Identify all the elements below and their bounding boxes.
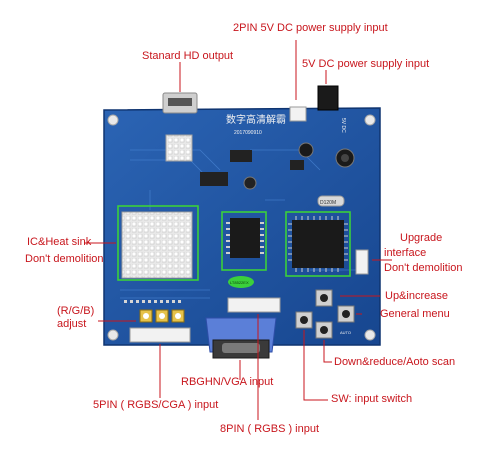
label-down-reduce: Down&reduce/Aoto scan — [334, 356, 456, 368]
label-dc-power: 5V DC power supply input — [302, 58, 430, 70]
middle-ic-pins — [226, 222, 264, 254]
label-rgb-adjust-line1: (R/G/B) — [57, 305, 95, 317]
potentiometers — [139, 309, 185, 323]
middle-ic — [230, 218, 260, 258]
eight-pin-connector — [227, 297, 281, 313]
five-pin-connector — [129, 327, 191, 343]
processor-pins — [288, 216, 348, 272]
small-chip — [230, 150, 252, 162]
label-2pin-power: 2PIN 5V DC power supply input — [233, 22, 388, 34]
chip-sticker — [228, 276, 254, 288]
leader-down-reduce — [323, 340, 332, 363]
label-upgrade-line1: Upgrade — [400, 232, 443, 244]
dc-jack-silk: 5V DC — [340, 118, 346, 133]
label-general-menu: General menu — [380, 308, 450, 320]
auto-silk: AUTO — [340, 330, 351, 335]
two-pin-connector — [289, 106, 307, 122]
silkscreen-title: 数字高清解霸 — [226, 113, 286, 126]
crystal-silk: D120M — [320, 200, 336, 206]
label-rbghn-vga: RBGHN/VGA input — [181, 376, 274, 388]
leader-lines — [84, 40, 392, 420]
leader-sw — [303, 330, 328, 401]
label-standard-hd: Stanard HD output — [142, 50, 234, 62]
label-up-increase: Up&increase — [385, 290, 448, 302]
capacitors — [243, 142, 355, 190]
mount-hole — [107, 114, 119, 126]
main-processor — [292, 220, 344, 268]
mount-hole — [107, 329, 119, 341]
label-5pin-rgbs: 5PIN ( RGBS/CGA ) input — [93, 399, 219, 411]
label-ic-heat-line2: Don't demolition — [25, 253, 104, 265]
dc-jack — [317, 85, 339, 111]
tactile-buttons — [295, 289, 355, 339]
hdmi-heat-sink — [165, 134, 193, 162]
label-ic-heat-line1: IC&Heat sink — [27, 236, 92, 248]
label-sw-switch: SW: input switch — [331, 393, 413, 405]
small-chip — [290, 160, 304, 170]
pin-header-row — [124, 300, 181, 303]
upgrade-connector — [355, 249, 369, 275]
mount-hole — [364, 114, 376, 126]
silkscreen-model: 2017090910 — [234, 130, 262, 136]
label-upgrade-line3: Don't demolition — [384, 262, 463, 274]
heat-sink-highlight — [117, 205, 199, 281]
small-chip — [200, 172, 228, 186]
main-heat-sink — [121, 211, 193, 279]
label-8pin-rgbs: 8PIN ( RGBS ) input — [220, 423, 320, 435]
processor-highlight — [285, 211, 351, 277]
middle-ic-highlight — [221, 211, 267, 271]
label-rgb-adjust-line2: adjust — [57, 318, 87, 330]
mount-hole — [364, 329, 376, 341]
label-upgrade-line2: interface — [384, 247, 427, 259]
chip-sticker-text: LT8522EX — [230, 280, 249, 285]
crystal — [317, 195, 345, 207]
